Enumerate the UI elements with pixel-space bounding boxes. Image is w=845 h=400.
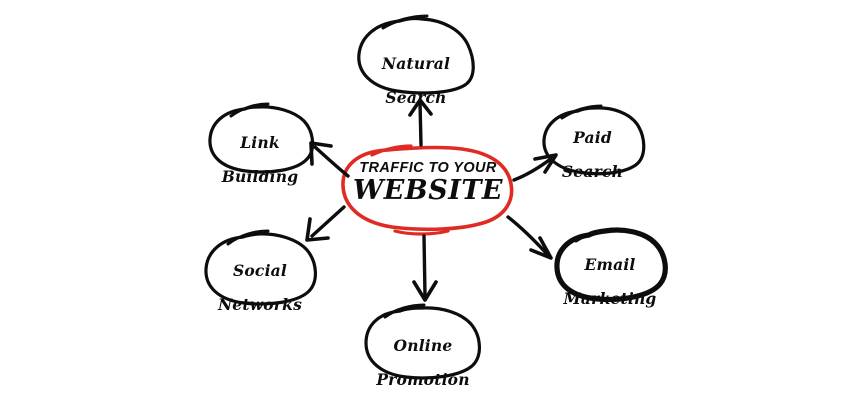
social-networks-shape[interactable] (204, 229, 317, 306)
paid-search-shape[interactable] (542, 104, 646, 176)
center-node-shape[interactable] (341, 144, 514, 236)
arrow-to-social-networks (305, 205, 346, 242)
arrow-to-link-building (309, 141, 350, 178)
link-building-shape[interactable] (208, 102, 315, 174)
email-marketing-shape[interactable] (554, 227, 668, 303)
online-promotion-shape[interactable] (364, 303, 481, 380)
arrow-to-paid-search (512, 153, 558, 182)
arrow-to-online-promotion (412, 234, 438, 302)
natural-search-shape[interactable] (357, 14, 475, 95)
arrow-to-email-marketing (506, 215, 553, 260)
arrow-to-natural-search (408, 98, 433, 147)
